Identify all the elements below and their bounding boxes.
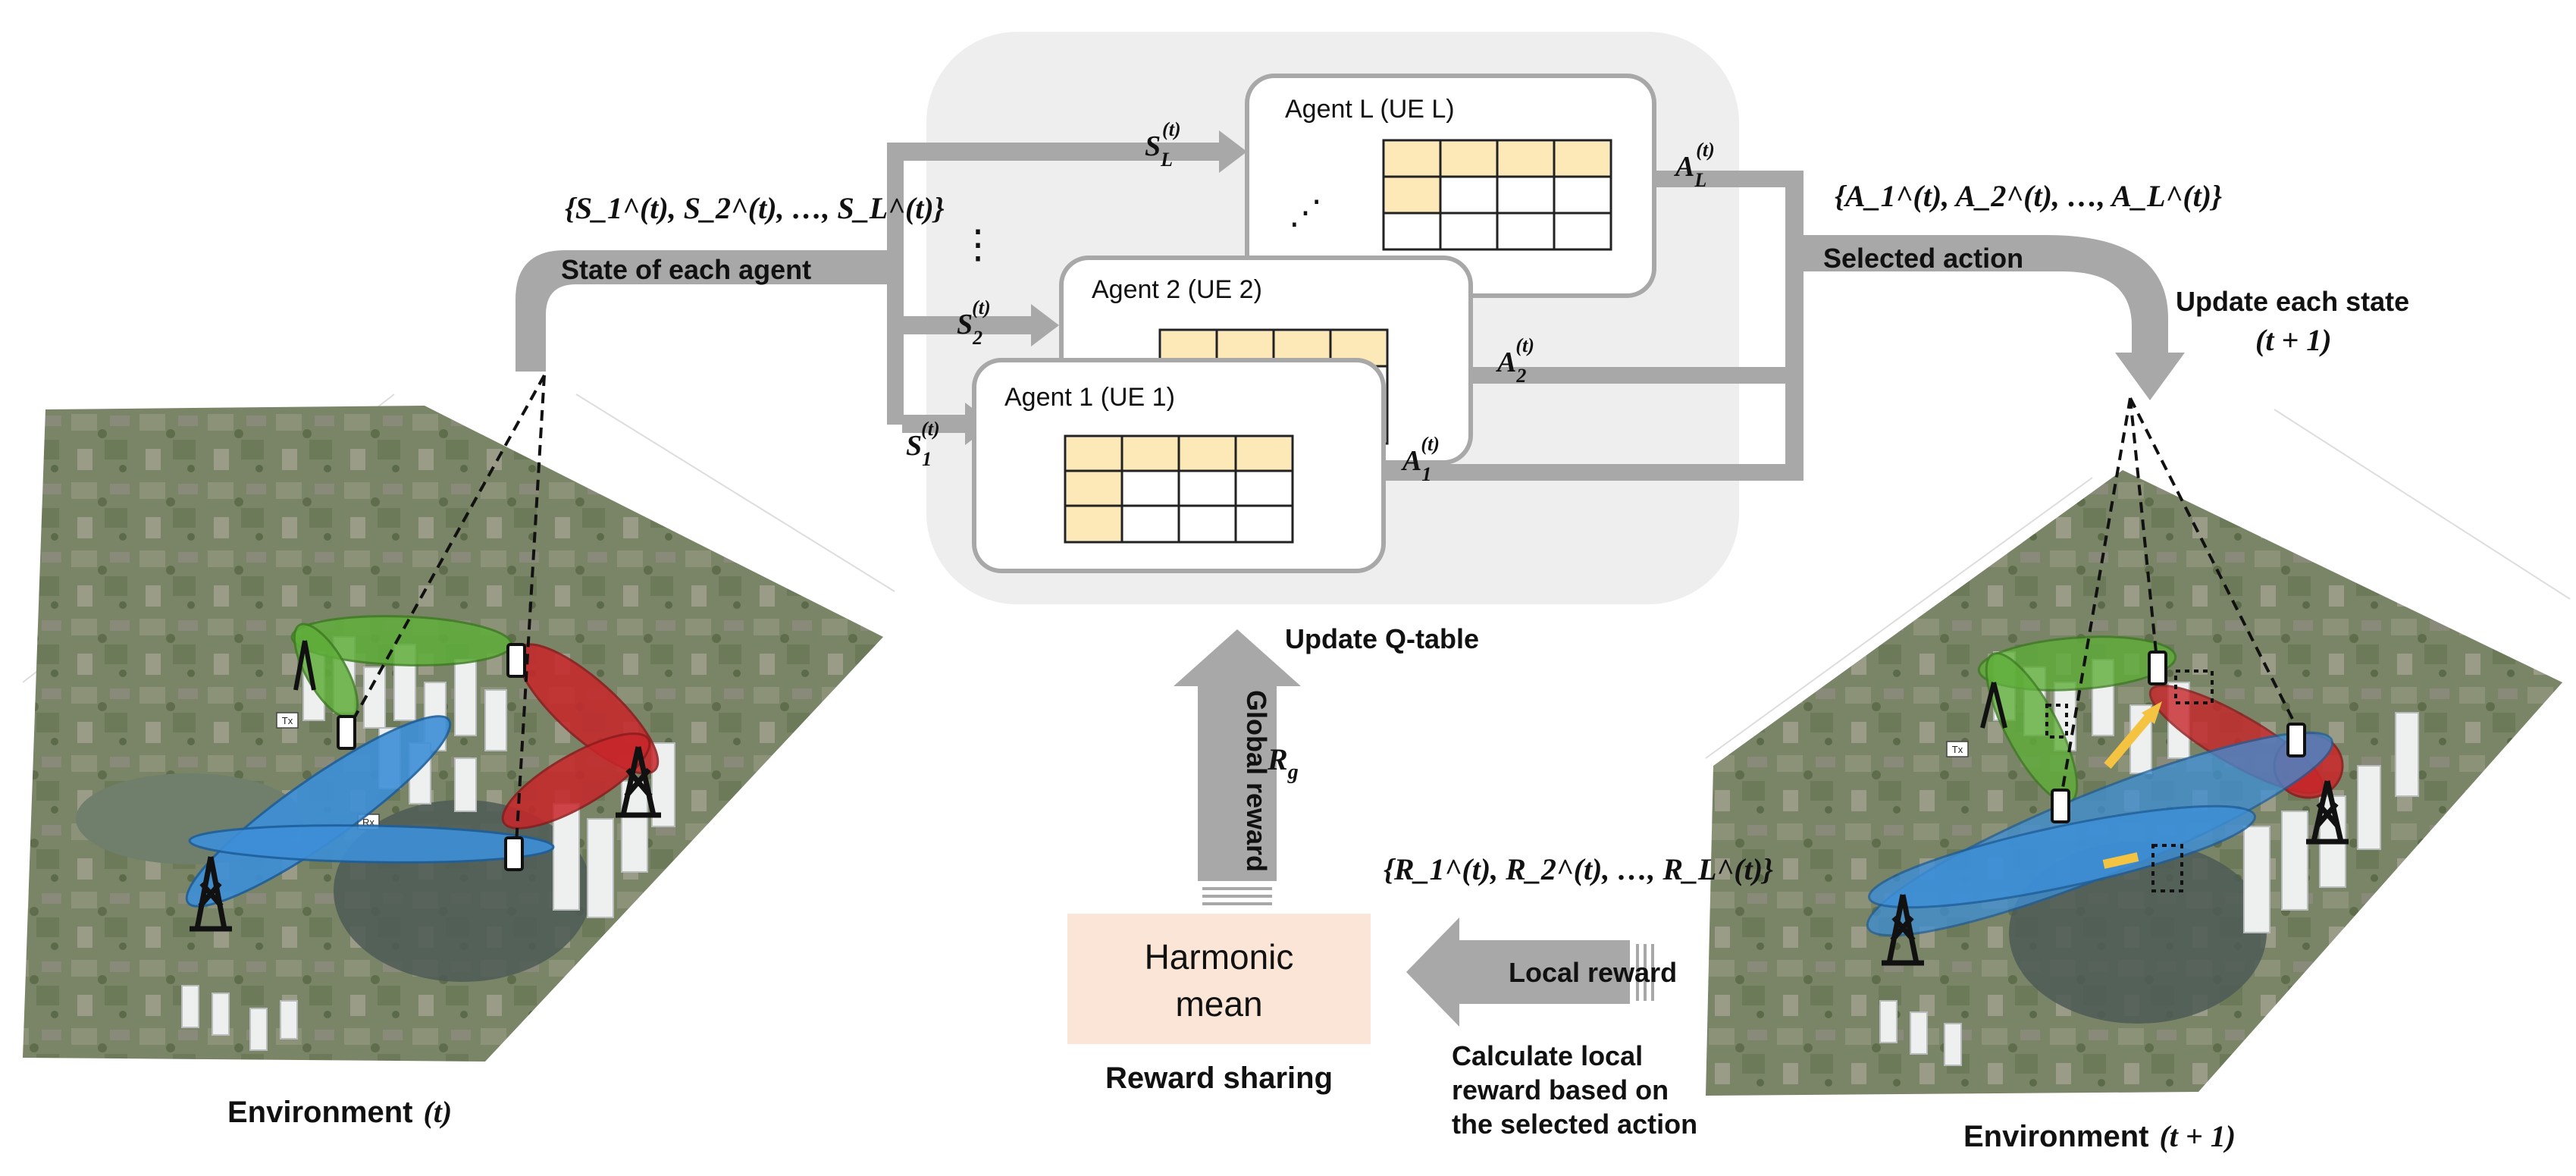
update-state-time: (t + 1) [2255,323,2332,357]
state-set-label: {S_1^(t), S_2^(t), …, S_L^(t)} [565,191,945,225]
environment-map-right: Tx [1705,397,2571,1096]
map-tx-label: Tx [282,715,293,726]
ue-phone [337,715,356,750]
agent-box-L: Agent L (UE L) ⋰ [1245,74,1656,298]
global-reward-label: Global reward [1241,690,1272,872]
ellipsis-vertical: ⋮ [958,224,998,267]
base-station-icon [1980,682,2007,729]
base-station-icon [616,746,661,818]
flow-arrows [516,130,2185,1027]
local-reward-label: Local reward [1509,957,1677,988]
selected-action-label: Selected action [1823,243,2023,274]
ue-phone [504,836,524,871]
ue-previous-position [2174,670,2214,704]
reward-set-label: {R_1^(t), R_2^(t), …, R_L^(t)} [1384,852,1773,886]
action-set-label: {A_1^(t), A_2^(t), …, A_L^(t)} [1835,179,2222,213]
ue-phone [506,643,526,678]
base-station-icon [1882,894,1924,966]
base-station-icon [2306,780,2349,845]
calc-line-1: Calculate local [1452,1040,1643,1071]
beam-red-lobe [501,732,651,829]
environment-left-label: Environment(t) [227,1095,452,1129]
agent-box-1: Agent 1 (UE 1) [972,358,1386,573]
update-q-table-label: Update Q-table [1285,623,1479,654]
ue-move-arrow [2102,701,2162,869]
agent-2-title: Agent 2 (UE 2) [1092,275,1262,304]
map-tx-label: Tx [1952,744,1963,755]
ue-previous-position [2045,704,2068,739]
state-label: State of each agent [561,254,811,285]
harmonic-mean-line2: mean [1175,984,1262,1024]
harmonic-mean-line1: Harmonic [1145,937,1294,977]
q-table [1382,139,1612,251]
calc-line-2: reward based on [1452,1074,1669,1105]
calc-line-3: the selected action [1452,1109,1697,1140]
environment-right-label: Environment(t + 1) [1963,1119,2236,1153]
ue-phone [2148,651,2167,685]
environment-map-left: Tx Rx [22,375,895,1062]
update-state-label: Update each state [2176,286,2409,317]
reward-sharing-label: Reward sharing [1105,1062,1333,1095]
beam-blue-lobe [188,824,555,864]
ue-phone [2286,723,2306,757]
ue-phone [2051,789,2070,823]
base-station-icon [190,856,232,932]
agent-1-title: Agent 1 (UE 1) [1004,383,1175,412]
action-1-label: A1(t) [1401,433,1440,485]
agent-L-title: Agent L (UE L) [1285,95,1455,124]
q-table [1064,434,1294,544]
harmonic-mean-box [1067,914,1371,1044]
agent-L-ellipsis: ⋰ [1289,194,1322,231]
base-station-icon [293,640,316,691]
beam-blue-lobe [1868,804,2256,909]
